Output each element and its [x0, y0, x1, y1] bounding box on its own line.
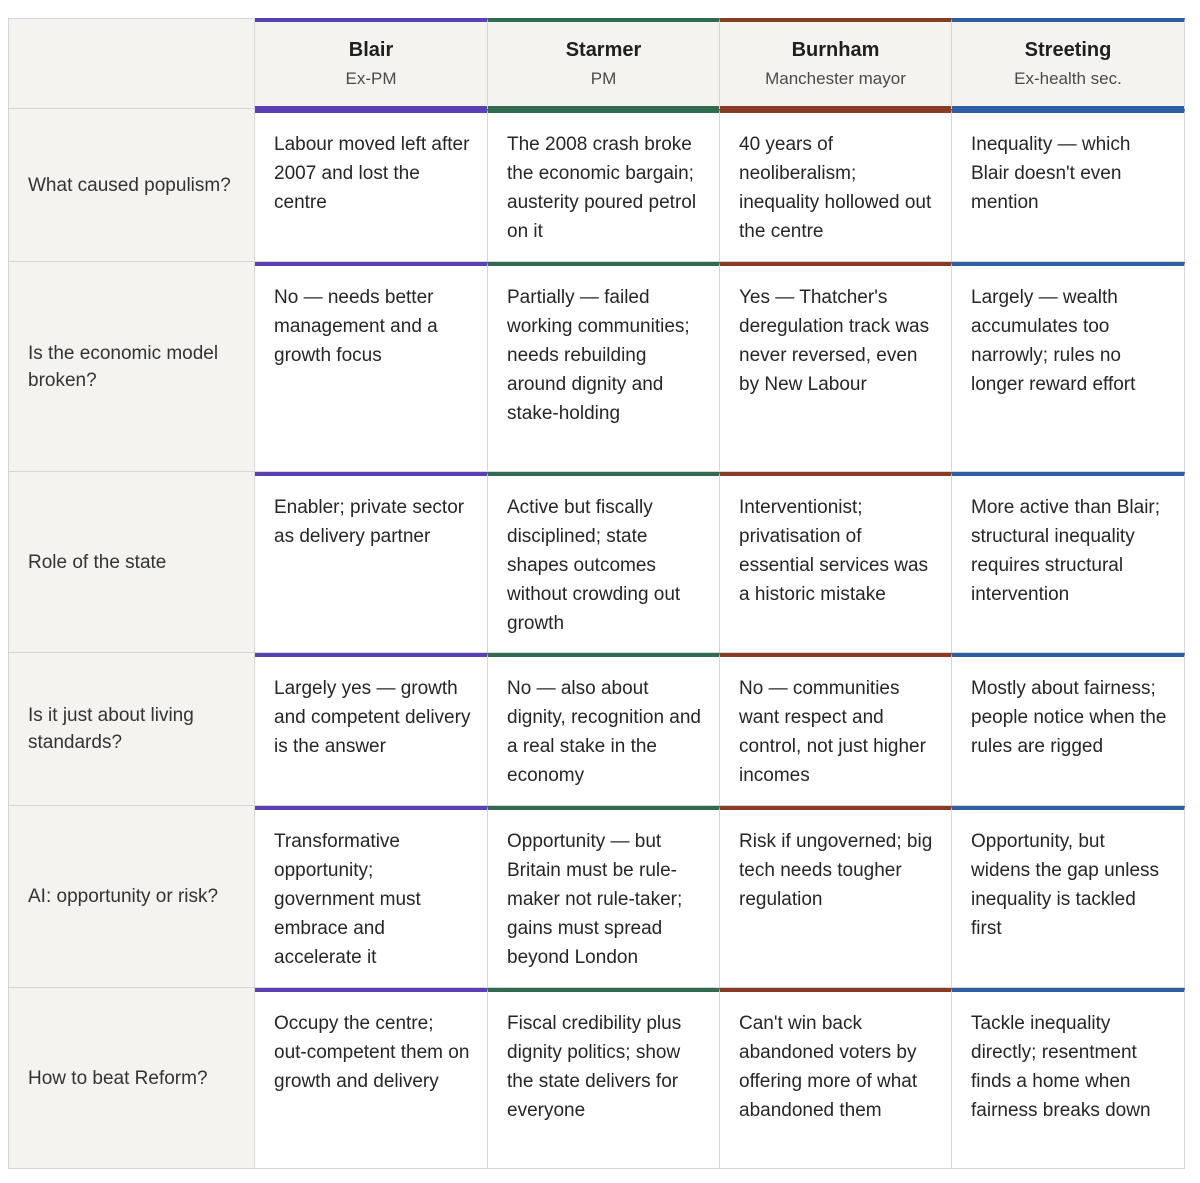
table-cell: Can't win back abandoned voters by offer…: [720, 988, 952, 1169]
row-label: AI: opportunity or risk?: [9, 806, 255, 988]
column-name: Starmer: [565, 39, 642, 61]
table-cell: Mostly about fairness; people notice whe…: [952, 653, 1185, 806]
table-cell: 40 years of neoliberalism; inequality ho…: [720, 109, 952, 262]
table-cell: Transformative opportunity; government m…: [255, 806, 488, 988]
table-cell: No — needs better management and a growt…: [255, 262, 488, 472]
column-name: Streeting: [1024, 39, 1112, 61]
table-cell: No — communities want respect and contro…: [720, 653, 952, 806]
row-label: Is the economic model broken?: [9, 262, 255, 472]
table-cell: Tackle inequality directly; resentment f…: [952, 988, 1185, 1169]
column-role: Ex-health sec.: [1014, 69, 1122, 88]
table-cell: Occupy the centre; out-competent them on…: [255, 988, 488, 1169]
table-cell: Enabler; private sector as delivery part…: [255, 472, 488, 653]
table-cell: Yes — Thatcher's deregulation track was …: [720, 262, 952, 472]
table-cell: Labour moved left after 2007 and lost th…: [255, 109, 488, 262]
column-name: Burnham: [791, 39, 880, 61]
row-label: How to beat Reform?: [9, 988, 255, 1169]
column-role: Manchester mayor: [765, 69, 906, 88]
table-cell: Partially — failed working communities; …: [488, 262, 720, 472]
table-cell: Largely — wealth accumulates too narrowl…: [952, 262, 1185, 472]
column-header-burnham: Burnham Manchester mayor: [720, 18, 952, 109]
table-cell: Risk if ungoverned; big tech needs tough…: [720, 806, 952, 988]
column-header-blair: Blair Ex-PM: [255, 18, 488, 109]
row-label: What caused populism?: [9, 109, 255, 262]
table-cell: More active than Blair; structural inequ…: [952, 472, 1185, 653]
table-cell: Opportunity, but widens the gap unless i…: [952, 806, 1185, 988]
table-cell: The 2008 crash broke the economic bargai…: [488, 109, 720, 262]
column-name: Blair: [348, 39, 394, 61]
row-label: Role of the state: [9, 472, 255, 653]
table-cell: Interventionist; privatisation of essent…: [720, 472, 952, 653]
row-label: Is it just about living standards?: [9, 653, 255, 806]
table-cell: Fiscal credibility plus dignity politics…: [488, 988, 720, 1169]
table-cell: Largely yes — growth and competent deliv…: [255, 653, 488, 806]
comparison-table: Blair Ex-PM Starmer PM Burnham Mancheste…: [8, 18, 1185, 1169]
header-corner: [9, 18, 255, 109]
column-header-starmer: Starmer PM: [488, 18, 720, 109]
column-role: PM: [590, 69, 617, 88]
column-role: Ex-PM: [345, 69, 397, 88]
table-cell: No — also about dignity, recognition and…: [488, 653, 720, 806]
column-header-streeting: Streeting Ex-health sec.: [952, 18, 1185, 109]
table-cell: Active but fiscally disciplined; state s…: [488, 472, 720, 653]
table-cell: Inequality — which Blair doesn't even me…: [952, 109, 1185, 262]
table-cell: Opportunity — but Britain must be rule-m…: [488, 806, 720, 988]
